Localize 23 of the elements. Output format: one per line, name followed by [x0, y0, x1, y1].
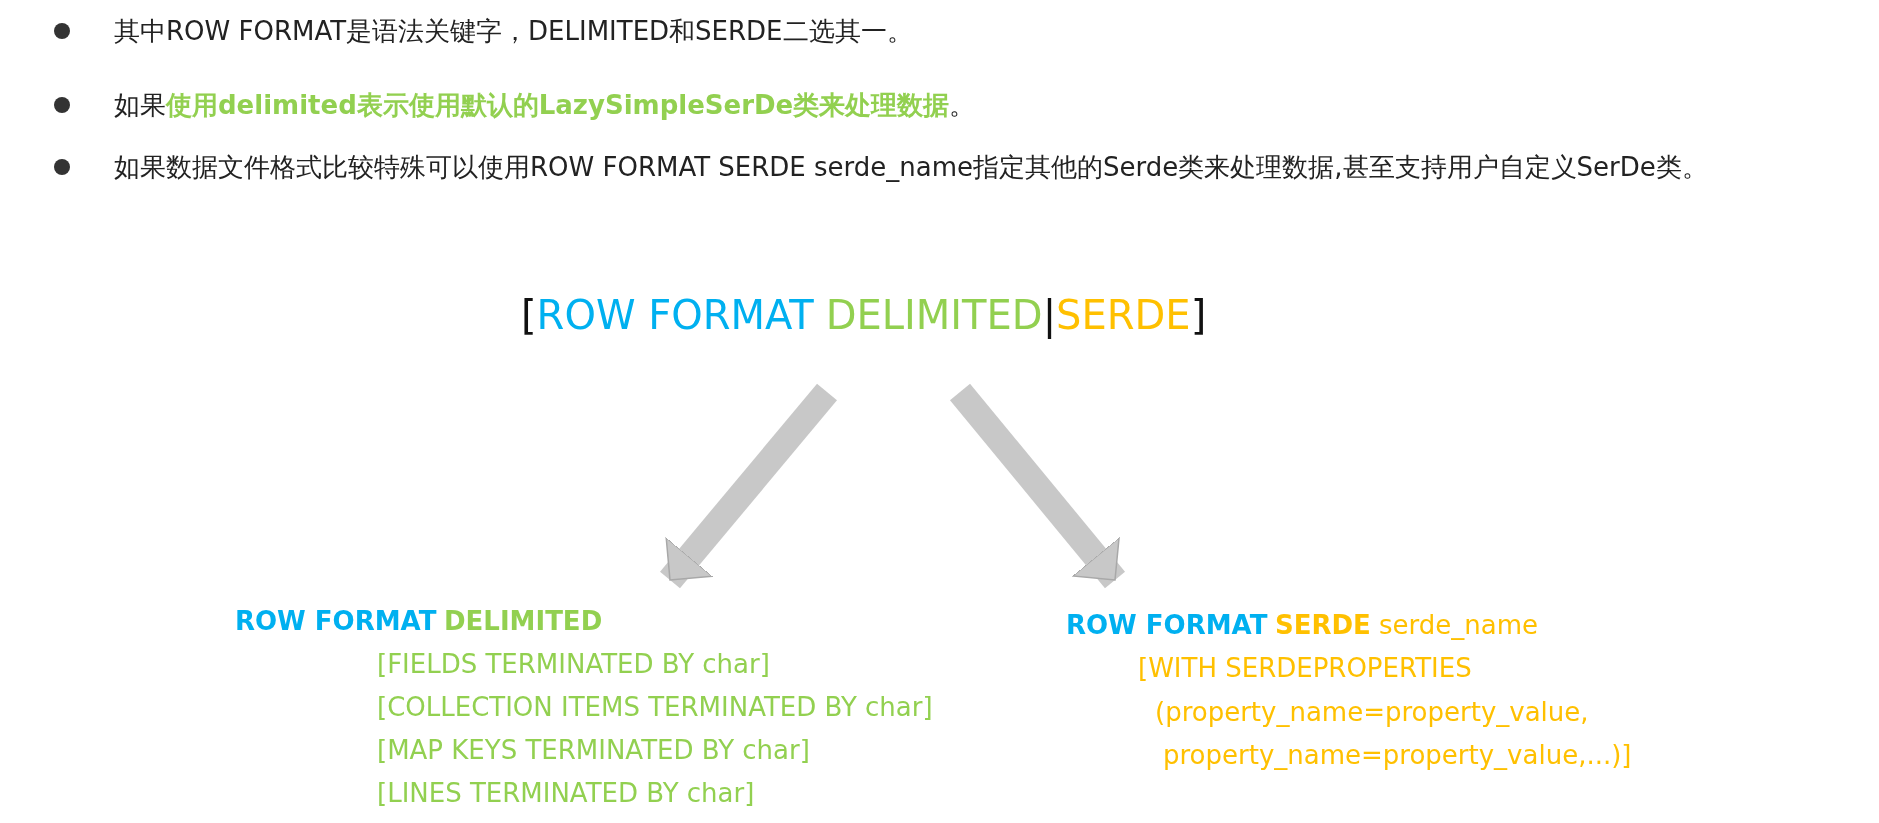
code-text: [ [521, 292, 537, 338]
code-text: SERDE [1275, 610, 1371, 640]
arrow [660, 383, 837, 589]
code-text: [WITH SERDEPROPERTIES [1138, 653, 1472, 683]
code-text: [LINES TERMINATED BY char] [377, 778, 755, 808]
code-text: ROW FORMAT [235, 606, 437, 636]
code-text: [FIELDS TERMINATED BY char] [377, 649, 770, 679]
code-text: [MAP KEYS TERMINATED BY char] [377, 735, 810, 765]
code-text: [COLLECTION ITEMS TERMINATED BY char] [377, 692, 933, 722]
code-text: DELIMITED [444, 606, 603, 636]
code-text: (property_name=property_value, [1155, 697, 1589, 727]
bullet-text: 其中ROW FORMAT是语法关键字，DELIMITED和SERDE二选其一。 [114, 15, 914, 48]
code-text: ROW FORMAT [1066, 610, 1268, 640]
bullet-text: 如果数据文件格式比较特殊可以使用ROW FORMAT SERDE serde_name指定其他的Serde类来处理数据,甚至支持用户自定义SerDe类。 [114, 151, 1709, 184]
code-text: SERDE [1056, 292, 1191, 338]
code-text: DELIMITED [825, 292, 1043, 338]
code-text: | [1042, 292, 1057, 338]
bullet-text: 如果使用delimited表示使用默认的LazySimpleSerDe类来处理数据。 [114, 89, 977, 122]
code-text: ROW FORMAT [536, 292, 814, 338]
code-text: ] [1190, 292, 1207, 338]
code-text: serde_name [1379, 610, 1538, 640]
arrow [949, 383, 1126, 589]
code-text: property_name=property_value,...)] [1163, 740, 1632, 770]
